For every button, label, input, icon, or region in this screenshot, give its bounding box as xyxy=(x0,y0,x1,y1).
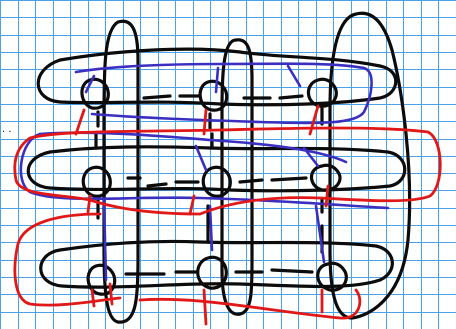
black-ink-stroke xyxy=(280,96,302,98)
black-ink-stroke xyxy=(148,184,166,186)
stray-dots: . . xyxy=(2,124,12,135)
crossing-circle-r2-c1 xyxy=(83,167,110,196)
crossing-circle-r2-c3 xyxy=(312,165,341,190)
black-ink-stroke xyxy=(272,178,306,180)
red-stub-r3-c1b xyxy=(110,284,112,304)
black-vertical-loops xyxy=(104,13,410,322)
red-stub-r3-c1 xyxy=(92,290,94,306)
crossing-circle-r2-c2 xyxy=(203,167,230,196)
red-stub-r2-c3 xyxy=(326,186,328,206)
red-strands xyxy=(15,106,440,324)
blue-diag-r2-c2 xyxy=(196,146,206,170)
black-ink-stroke xyxy=(272,270,312,272)
red-stub-r3-c2 xyxy=(204,290,206,324)
stray-dot-marks: . . xyxy=(2,124,12,135)
black-ink-stroke xyxy=(144,96,170,98)
red-stub-r2-c1 xyxy=(88,196,90,212)
red-stub-r1-c2 xyxy=(204,110,206,134)
black-ink-stroke xyxy=(240,180,262,182)
black-crossing-circles xyxy=(82,79,346,294)
blue-vertical-c2-upper xyxy=(216,68,218,92)
